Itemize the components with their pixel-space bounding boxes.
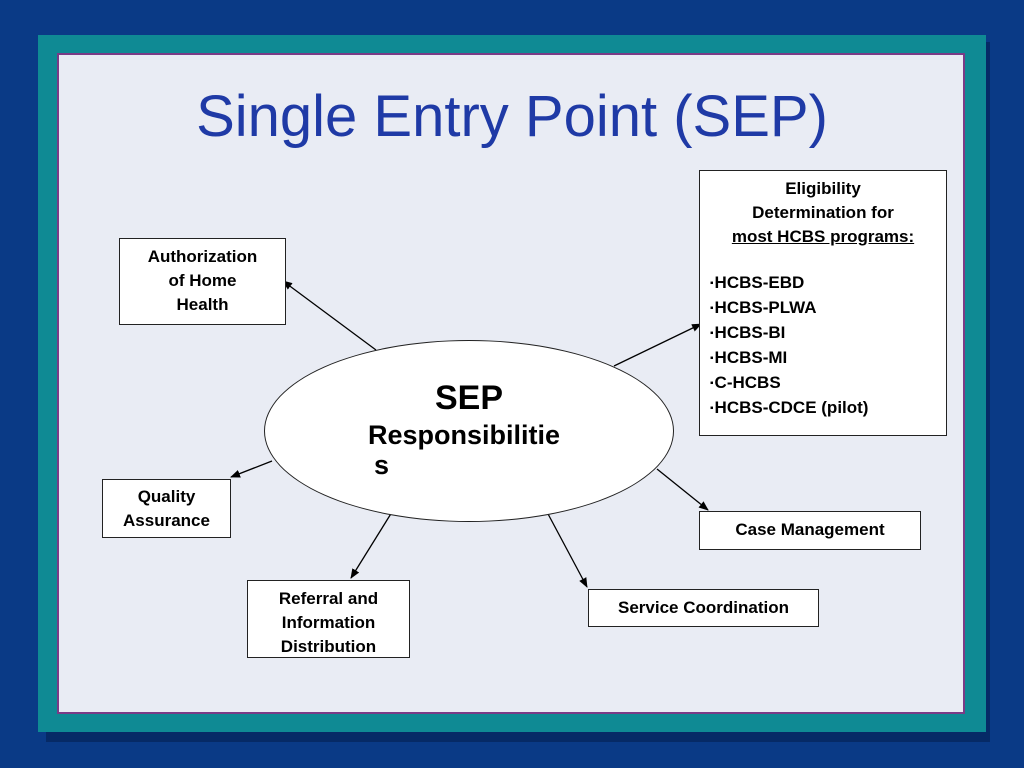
box-text: Assurance xyxy=(123,511,210,530)
arrow-referral xyxy=(350,511,393,579)
box-text: Information xyxy=(281,613,376,632)
list-item: ▪HCBS-MI xyxy=(710,348,788,367)
list-item: ▪C-HCBS xyxy=(710,373,781,392)
box-referral: Referral and Information Distribution xyxy=(247,580,410,658)
square-bullet-icon: ▪ xyxy=(710,303,714,314)
eligibility-heading-3: most HCBS programs: xyxy=(731,227,915,246)
box-text: Referral and xyxy=(278,589,379,608)
arrow-authorization xyxy=(282,280,377,351)
box-authorization: Authorization of Home Health xyxy=(119,238,286,325)
eligibility-list: ▪HCBS-EBD ▪HCBS-PLWA ▪HCBS-BI ▪HCBS-MI ▪… xyxy=(700,271,946,421)
square-bullet-icon: ▪ xyxy=(710,278,714,289)
box-text: Quality xyxy=(137,487,196,506)
box-eligibility: Eligibility Determination for most HCBS … xyxy=(699,170,947,436)
arrow-eligibility xyxy=(613,323,702,367)
box-text: Service Coordination xyxy=(618,598,789,617)
sep-subtitle: Responsibilitie s xyxy=(334,420,594,480)
box-case-management: Case Management xyxy=(699,511,921,550)
box-text: Health xyxy=(176,295,229,314)
square-bullet-icon: ▪ xyxy=(710,328,714,339)
square-bullet-icon: ▪ xyxy=(710,378,714,389)
eligibility-heading-1: Eligibility xyxy=(785,179,861,198)
arrow-quality xyxy=(230,460,273,478)
box-text: of Home xyxy=(168,271,237,290)
box-text: Case Management xyxy=(735,520,885,539)
sep-ellipse xyxy=(264,340,674,522)
list-item: ▪HCBS-CDCE (pilot) xyxy=(710,398,869,417)
sep-subtitle-line1: Responsibilitie xyxy=(367,420,561,450)
sep-title: SEP xyxy=(434,379,504,417)
list-item: ▪HCBS-BI xyxy=(710,323,786,342)
arrow-case xyxy=(656,468,709,511)
list-item: ▪HCBS-PLWA xyxy=(710,298,817,317)
square-bullet-icon: ▪ xyxy=(710,403,714,414)
box-text: Authorization xyxy=(147,247,258,266)
eligibility-heading-2: Determination for xyxy=(752,203,894,222)
box-service-coordination: Service Coordination xyxy=(588,589,819,627)
list-item: ▪HCBS-EBD xyxy=(710,273,805,292)
box-quality-assurance: Quality Assurance xyxy=(102,479,231,538)
sep-subtitle-line2: s xyxy=(374,450,390,480)
square-bullet-icon: ▪ xyxy=(710,353,714,364)
slide-title: Single Entry Point (SEP) xyxy=(196,84,828,149)
box-text: Distribution xyxy=(280,637,377,656)
arrow-service xyxy=(546,511,588,588)
